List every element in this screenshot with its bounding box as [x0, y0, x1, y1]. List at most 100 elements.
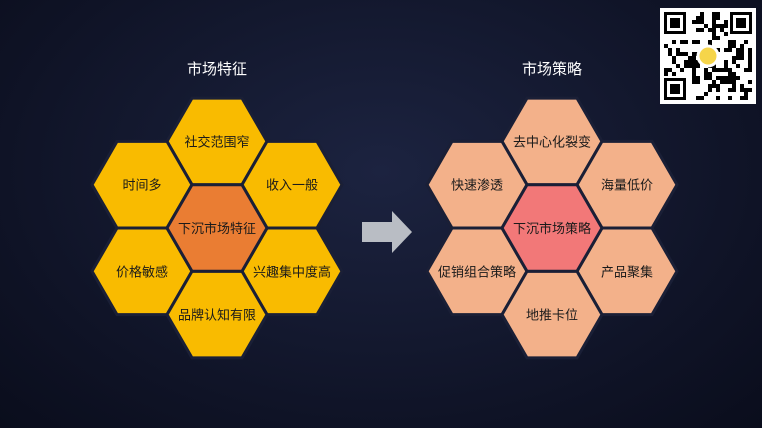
qr-module	[672, 56, 676, 60]
qr-module	[708, 76, 712, 80]
qr-module	[728, 68, 732, 72]
qr-module	[724, 60, 728, 64]
qr-module	[724, 24, 728, 28]
qr-module	[664, 68, 668, 72]
qr-module	[748, 68, 752, 72]
qr-module	[748, 88, 752, 92]
qr-module	[716, 48, 720, 52]
qr-module	[748, 48, 752, 52]
qr-module	[708, 28, 712, 32]
qr-module	[736, 48, 740, 52]
qr-module	[680, 68, 684, 72]
qr-module	[744, 40, 748, 44]
qr-module	[748, 80, 752, 84]
qr-module	[744, 88, 748, 92]
qr-module	[740, 52, 744, 56]
qr-module	[724, 64, 728, 68]
qr-module	[684, 60, 688, 64]
qr-module	[696, 76, 700, 80]
right-hex-bottom-label: 地推卡位	[526, 309, 578, 324]
qr-module	[720, 76, 724, 80]
qr-module	[708, 84, 712, 88]
right-section-title: 市场策略	[521, 60, 582, 78]
qr-module	[736, 56, 740, 60]
qr-module	[716, 36, 720, 40]
qr-module	[672, 40, 676, 44]
qr-module	[732, 88, 736, 92]
qr-module	[732, 84, 736, 88]
qr-module	[728, 72, 732, 76]
right-hex-upper-left: 快速渗透	[425, 139, 529, 230]
qr-module	[684, 64, 688, 68]
qr-module	[744, 96, 748, 100]
qr-module	[728, 96, 732, 100]
qr-module	[700, 96, 704, 100]
qr-module	[704, 76, 708, 80]
qr-module	[672, 72, 676, 76]
qr-module	[728, 48, 732, 52]
qr-module	[720, 68, 724, 72]
qr-code-icon	[660, 8, 756, 104]
qr-module	[736, 64, 740, 68]
qr-module	[732, 40, 736, 44]
left-hex-upper-left: 时间多	[90, 139, 194, 230]
qr-module	[688, 56, 692, 60]
right-hex-bottom: 地推卡位	[500, 269, 604, 360]
left-hex-center-shape	[165, 183, 269, 273]
qr-module	[664, 44, 668, 48]
qr-module	[700, 28, 704, 32]
qr-module	[712, 84, 716, 88]
qr-module	[740, 48, 744, 52]
qr-module	[716, 68, 720, 72]
qr-module	[724, 32, 728, 36]
qr-module	[728, 88, 732, 92]
qr-module	[696, 16, 700, 20]
right-hex-center: 下沉市场策略	[500, 183, 604, 273]
qr-module	[692, 60, 696, 64]
left-hex-center-label: 下沉市场特征	[178, 221, 256, 237]
qr-module	[720, 24, 724, 28]
qr-module	[740, 96, 744, 100]
qr-module	[748, 52, 752, 56]
qr-module	[748, 56, 752, 60]
qr-module	[692, 72, 696, 76]
qr-module	[728, 44, 732, 48]
qr-module	[748, 64, 752, 68]
right-hex-top-label: 去中心化裂变	[513, 134, 591, 150]
qr-module	[704, 92, 708, 96]
left-hex-top-label: 社交范围窄	[184, 134, 249, 150]
qr-module	[732, 72, 736, 76]
left-hex-upper-right-label: 收入一般	[266, 178, 318, 194]
qr-module	[716, 84, 720, 88]
qr-module	[736, 52, 740, 56]
qr-module	[712, 24, 716, 28]
qr-module	[704, 68, 708, 72]
right-hex-upper-left-label: 快速渗透	[451, 179, 503, 194]
qr-module	[724, 20, 728, 24]
qr-module	[704, 72, 708, 76]
qr-center-logo-icon	[696, 44, 720, 68]
qr-module	[748, 60, 752, 64]
qr-module	[716, 24, 720, 28]
qr-module	[732, 76, 736, 80]
qr-module	[696, 20, 700, 24]
qr-module	[712, 28, 716, 32]
right-hex-upper-right-label: 海量低价	[601, 179, 653, 194]
left-hex-upper-left-label: 时间多	[122, 178, 161, 194]
qr-module	[692, 64, 696, 68]
left-hex-bottom-label: 品牌认知有限	[178, 308, 256, 324]
qr-module	[740, 56, 744, 60]
qr-module	[692, 40, 696, 44]
qr-module	[692, 20, 696, 24]
left-hex-bottom: 品牌认知有限	[165, 269, 269, 360]
right-arrow-icon	[362, 211, 412, 253]
qr-module	[712, 68, 716, 72]
right-hex-lower-right: 产品聚集	[575, 226, 679, 317]
left-hex-lower-left-label: 价格敏感	[116, 264, 168, 280]
qr-module	[692, 52, 696, 56]
qr-module	[728, 40, 732, 44]
qr-module	[696, 80, 700, 84]
qr-module	[724, 76, 728, 80]
